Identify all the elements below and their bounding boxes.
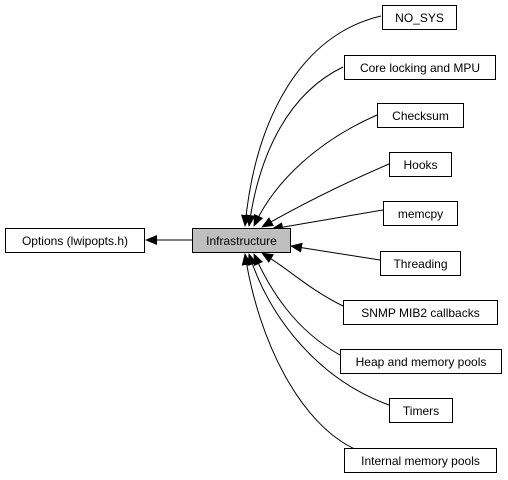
node-heap-memory-pools-label: Heap and memory pools [356, 355, 487, 369]
node-options-label: Options (lwipopts.h) [22, 234, 128, 248]
node-memcpy-label: memcpy [398, 207, 443, 221]
node-options[interactable]: Options (lwipopts.h) [5, 228, 145, 253]
edge-core-locking-to-infrastructure [245, 66, 344, 227]
node-timers-label: Timers [403, 404, 439, 418]
node-snmp-callbacks[interactable]: SNMP MIB2 callbacks [343, 300, 498, 325]
node-snmp-callbacks-label: SNMP MIB2 callbacks [361, 306, 479, 320]
node-no-sys-label: NO_SYS [395, 11, 444, 25]
edges [145, 15, 390, 451]
node-threading[interactable]: Threading [380, 251, 461, 276]
node-hooks-label: Hooks [403, 158, 437, 172]
node-threading-label: Threading [393, 257, 447, 271]
node-core-locking[interactable]: Core locking and MPU [344, 55, 496, 80]
edge-no-sys-to-infrastructure [241, 15, 382, 227]
edge-timers-to-infrastructure [247, 253, 390, 406]
node-hooks[interactable]: Hooks [389, 152, 452, 177]
edge-hooks-to-infrastructure [261, 163, 390, 228]
node-memcpy[interactable]: memcpy [383, 201, 458, 226]
edge-internal-pools-to-infrastructure [241, 253, 358, 451]
edge-checksum-to-infrastructure [253, 114, 378, 227]
node-checksum-label: Checksum [392, 109, 449, 123]
node-infrastructure: Infrastructure [192, 228, 291, 253]
edge-threading-to-infrastructure [290, 242, 381, 261]
node-internal-memory-pools-label: Internal memory pools [361, 454, 480, 468]
node-no-sys[interactable]: NO_SYS [382, 5, 457, 30]
edge-heap-pools-to-infrastructure [253, 253, 341, 356]
node-infrastructure-label: Infrastructure [206, 234, 277, 248]
node-timers[interactable]: Timers [389, 398, 453, 423]
edge-snmp-to-infrastructure [261, 252, 344, 307]
node-core-locking-label: Core locking and MPU [360, 61, 480, 75]
edge-memcpy-to-infrastructure [271, 209, 384, 233]
node-heap-memory-pools[interactable]: Heap and memory pools [340, 349, 502, 374]
node-checksum[interactable]: Checksum [377, 103, 464, 128]
node-internal-memory-pools[interactable]: Internal memory pools [344, 448, 497, 473]
